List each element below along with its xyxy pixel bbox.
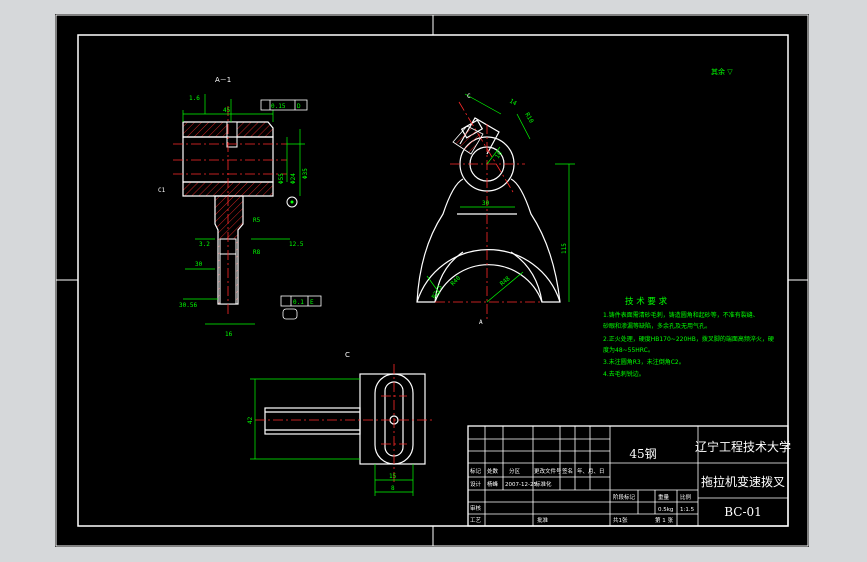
dim-label: 16 — [225, 331, 233, 338]
drawing-number: BC-01 — [724, 505, 762, 519]
dim-label: 14 — [508, 98, 518, 108]
tech-req-item: 1.铸件表面需清砂毛刺，铸造圆角和起砂等，不准有裂缝、 — [603, 311, 759, 319]
front-dimensions — [182, 94, 305, 325]
tb-cell: 共1张 — [613, 516, 628, 524]
section-label: A－1 — [215, 76, 231, 84]
tb-header: 签名 — [562, 467, 573, 475]
dim-label: 8 — [391, 485, 395, 492]
dim-label: 15 — [389, 473, 397, 480]
tech-req-item: 度为48~55HRC。 — [603, 346, 654, 354]
hub-slot — [226, 121, 238, 148]
dim-label: R5 — [253, 217, 261, 224]
tb-cell: 1:1.5 — [680, 507, 695, 513]
dim-label: 30 — [195, 261, 203, 268]
dim-label: 16 — [494, 150, 504, 160]
tech-req-item: 砂眼和渗漏等缺陷，多余孔及无用气孔。 — [603, 322, 711, 330]
drawing-sheet: A－1 — [55, 14, 809, 547]
front-centerlines — [173, 106, 287, 314]
side-centerlines — [435, 101, 542, 319]
dim-label: 0.15 — [271, 103, 286, 110]
tb-header: 阶段标记 — [613, 493, 636, 501]
material-label: 45钢 — [629, 447, 656, 461]
dim-label: Φ55 — [278, 173, 285, 184]
fork-body — [416, 117, 561, 303]
tech-req-item: 4.去毛刺锐边。 — [603, 370, 645, 378]
tb-cell: 审核 — [470, 504, 482, 512]
dim-label: 115 — [561, 243, 568, 254]
datum-symbol — [286, 196, 298, 208]
tb-header: 分区 — [509, 467, 521, 475]
dim-label: R10 — [523, 112, 535, 125]
bottom-centerlines — [255, 364, 433, 484]
roughness-note: 其余 ▽ — [711, 67, 733, 76]
drawing-canvas: A－1 — [55, 14, 809, 547]
dim-label: Φ35 — [302, 168, 309, 179]
dim-label: Φ24 — [290, 173, 297, 184]
dim-label: C1 — [158, 187, 166, 194]
side-dimensions — [426, 93, 575, 303]
tb-header: 处数 — [487, 467, 499, 475]
technical-requirements: 技 术 要 求 1.铸件表面需清砂毛刺，铸造圆角和起砂等，不准有裂缝、 砂眼和渗… — [603, 296, 774, 378]
bottom-view-geometry — [264, 373, 426, 465]
view-marker: C — [467, 93, 471, 100]
dim-label: 12.5 — [289, 241, 304, 248]
side-hatch — [452, 125, 484, 155]
tb-header: 重量 — [658, 493, 670, 501]
tolerance-frames — [260, 99, 322, 320]
dim-label: D — [297, 103, 301, 110]
school-name: 辽宁工程技术大学 — [695, 439, 791, 454]
dim-label: 30.56 — [179, 302, 197, 309]
tb-cell: 批准 — [537, 516, 549, 524]
tb-cell: 2007-12-25 — [505, 482, 537, 488]
centering-marks — [56, 15, 808, 546]
tb-cell: 杨峰 — [487, 480, 499, 488]
tb-header: 比例 — [680, 493, 692, 501]
bottom-dimensions — [250, 378, 414, 496]
dim-label: 3.2 — [199, 241, 210, 248]
part-name: 拖拉机变速拨叉 — [701, 474, 785, 489]
tech-req-item: 3.未注圆角R3，未注倒角C2。 — [603, 358, 685, 366]
dim-label: R8 — [253, 249, 261, 256]
view-marker: A — [479, 319, 483, 326]
tb-cell: 工艺 — [470, 517, 482, 524]
dim-label: 45 — [223, 107, 231, 114]
dim-label: 42 — [247, 416, 254, 424]
front-section-view: A－1 — [158, 76, 322, 338]
tech-req-item: 2.正火处理，硬度HB170~220HB，拨叉脚的端面高频淬火，硬 — [603, 335, 774, 343]
bottom-view: C 15 42 8 — [247, 351, 433, 496]
tech-req-heading: 技 术 要 求 — [625, 296, 668, 307]
title-block — [467, 425, 789, 527]
tb-cell: 标准化 — [535, 480, 552, 488]
tb-header: 更改文件号 — [534, 467, 562, 475]
tb-cell: 第 1 张 — [655, 516, 673, 524]
dim-label: 1.6 — [189, 95, 200, 102]
dim-label: R48 — [499, 275, 512, 288]
dim-label: R2.5 — [431, 284, 444, 300]
inner-border — [77, 34, 789, 527]
outer-border — [55, 14, 809, 547]
hub-bottom-flange — [182, 181, 274, 197]
side-view: C A 14 R10 30 16 R40 R48 115 R2.5 其余 ▽ — [416, 67, 733, 326]
tb-header: 标记 — [470, 467, 482, 475]
dim-label: R40 — [449, 275, 462, 288]
tb-cell: 0.5kg — [658, 507, 673, 513]
view-c-label: C — [345, 351, 350, 359]
dim-label: 30 — [482, 200, 490, 207]
tb-cell: 设计 — [470, 480, 482, 488]
dim-label: E — [310, 299, 314, 306]
dim-label: 0.1 — [293, 299, 304, 306]
tb-header: 年、月、日 — [577, 467, 605, 475]
